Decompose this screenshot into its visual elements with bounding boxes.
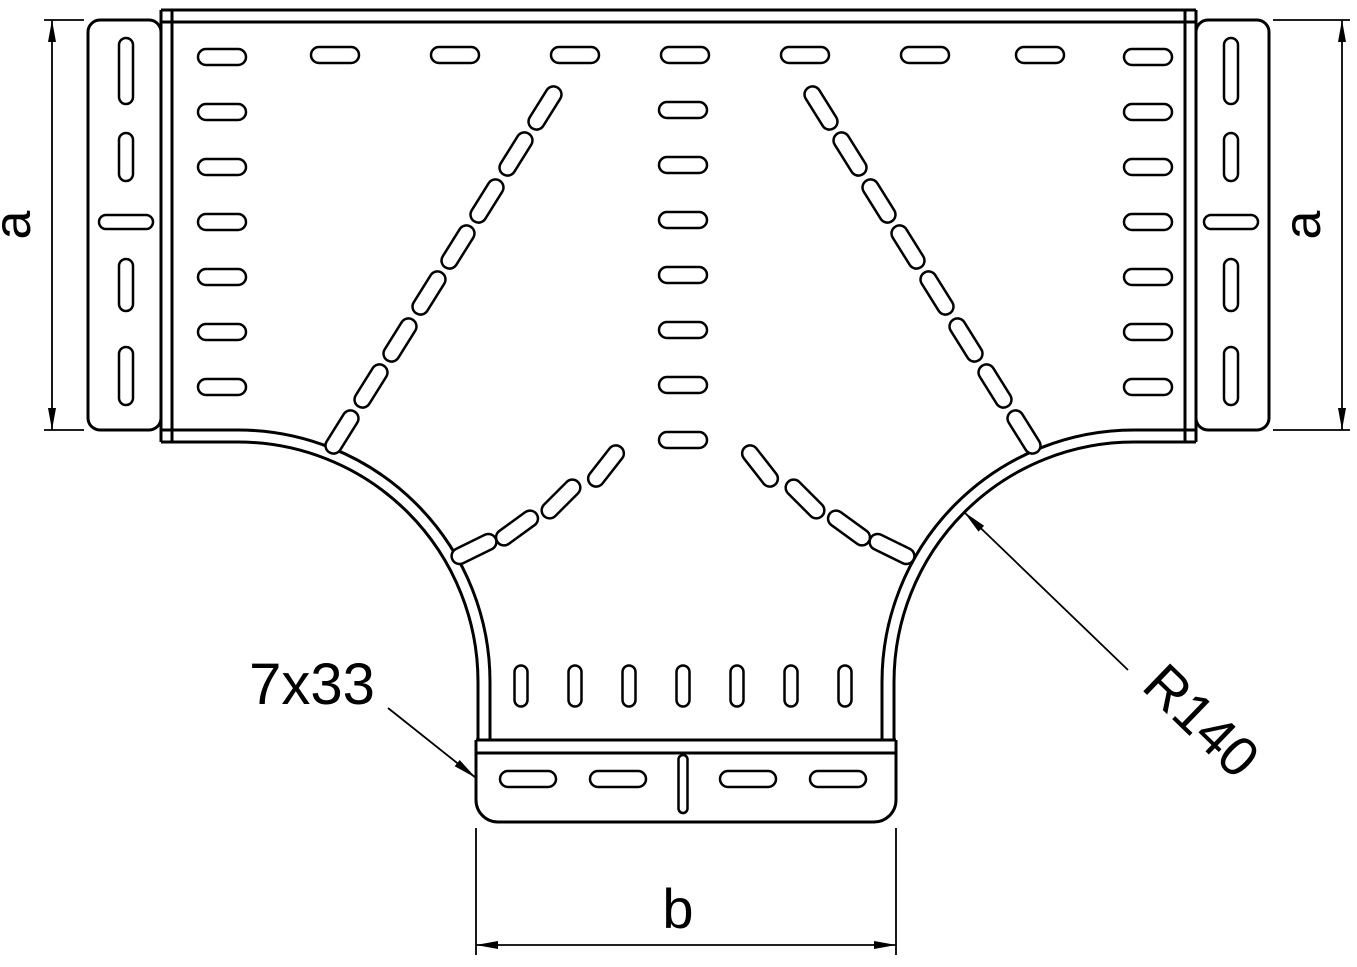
dimension-b: b — [475, 828, 897, 955]
perforations-center-column — [657, 100, 709, 450]
perforations-left-column — [196, 47, 248, 397]
note-r140: R140 — [963, 511, 1272, 790]
note-7x33-label: 7x33 — [249, 652, 375, 717]
arrowhead-left-icon — [476, 941, 498, 949]
dimension-b-extension-lines — [475, 828, 897, 955]
branch-bottom-flange — [474, 738, 898, 824]
right-curve-inner — [880, 428, 1196, 740]
note-r140-leader-line — [963, 511, 1129, 671]
dimension-b-label: b — [662, 877, 693, 940]
dimension-a-left-extension-lines — [44, 19, 84, 431]
right-end-flange — [1194, 18, 1271, 432]
perforations-right-column — [1122, 47, 1174, 397]
dimension-a-right: a — [1273, 19, 1350, 431]
tray-outline — [159, 8, 1198, 740]
perforations-branch-row — [513, 664, 853, 708]
perforations-top-row — [309, 45, 1066, 65]
dimension-a-right-label: a — [1274, 210, 1332, 239]
perforations-left-funnel — [447, 440, 629, 568]
arrowhead-right-icon — [874, 941, 896, 949]
left-flange-slots — [97, 36, 155, 407]
right-flange-slots — [1202, 36, 1260, 407]
left-end-flange — [86, 18, 163, 432]
perforations-right-diagonal — [800, 82, 1045, 458]
perforations-right-funnel — [737, 440, 919, 568]
arrowhead-up-icon — [48, 20, 56, 42]
dimension-a-left-label: a — [0, 210, 42, 239]
right-junction-lines — [1183, 10, 1198, 442]
perforations-bottom-flange — [498, 753, 868, 815]
note-7x33: 7x33 — [249, 652, 477, 779]
note-r140-label: R140 — [1132, 651, 1272, 789]
dimension-a-right-extension-lines — [1273, 19, 1350, 431]
arrowhead-leader-icon — [454, 760, 476, 778]
arrowhead-up-icon — [1338, 20, 1346, 42]
branch-flange-top-lines — [476, 738, 896, 755]
arrowhead-leader-icon — [964, 512, 985, 532]
left-curve-inner — [161, 428, 492, 740]
arrowhead-down-icon — [1338, 408, 1346, 430]
dimension-a-left: a — [0, 19, 84, 431]
arrowhead-down-icon — [48, 408, 56, 430]
left-curve-outer — [161, 440, 480, 740]
left-junction-lines — [159, 10, 174, 442]
perforations-left-diagonal — [321, 82, 566, 458]
branch-flange-outline — [474, 740, 898, 824]
